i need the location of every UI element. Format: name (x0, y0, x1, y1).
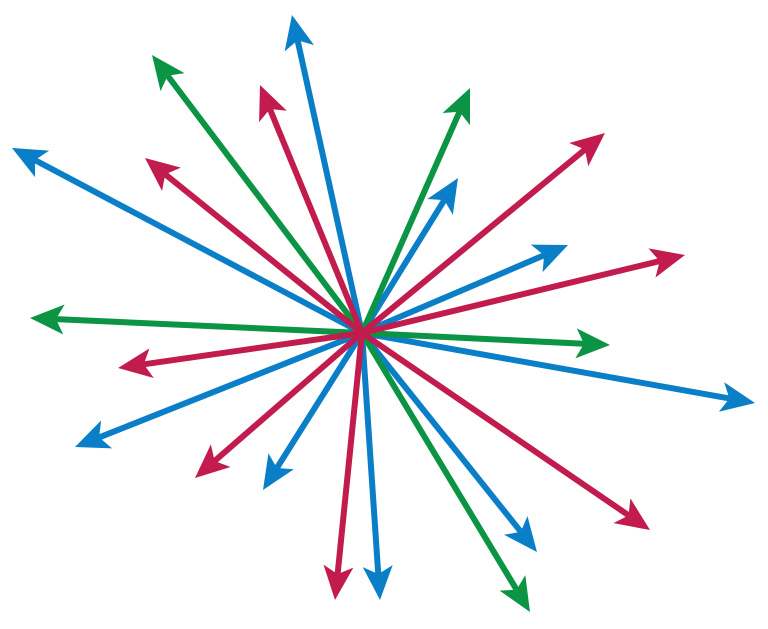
blue-arrow-head-icon (12, 148, 50, 178)
blue-arrow-head-icon (284, 15, 314, 52)
blue-arrow-shaft (33, 157, 364, 336)
blue-arrow-shaft (360, 252, 546, 336)
blue-arrow-head-icon (530, 244, 568, 273)
red-arrow-head-icon (145, 158, 181, 192)
blue-arrow-shaft (274, 331, 365, 470)
red-arrow-shaft (163, 171, 364, 336)
red-arrow-shaft (267, 107, 365, 335)
red-arrow-shaft (334, 332, 365, 575)
green-arrow-head-icon (30, 304, 65, 335)
red-arrow-shaft (361, 258, 661, 336)
blue-arrow-shaft (361, 330, 730, 402)
red-arrow-head-icon (118, 348, 154, 379)
blue-arrow-head-icon (362, 565, 393, 600)
blue-arrow-shaft (98, 330, 364, 441)
blue-arrow-head-icon (427, 178, 458, 215)
blue-arrow-shaft (359, 331, 524, 534)
red-arrow-shaft (143, 330, 363, 368)
green-arrow-shaft (361, 330, 585, 347)
green-arrow-head-icon (442, 88, 471, 126)
red-arrow-head-icon (613, 498, 650, 530)
blue-arrow-head-icon (504, 516, 537, 552)
red-arrow-shaft (212, 330, 364, 464)
green-arrow-shaft (359, 110, 463, 335)
green-arrow-head-icon (152, 55, 185, 92)
green-arrow-shaft (165, 73, 365, 335)
red-arrow-head-icon (323, 564, 354, 600)
red-arrow-shaft (360, 147, 587, 336)
green-arrow-shaft (359, 331, 520, 592)
green-arrow-head-icon (575, 328, 610, 359)
red-arrow-shaft (360, 330, 631, 518)
red-arrow-head-icon (195, 444, 231, 478)
red-arrow-head-icon (259, 85, 287, 123)
red-arrow-head-icon (569, 133, 605, 167)
blue-arrow-head-icon (263, 453, 294, 490)
blue-arrow-shaft (294, 39, 365, 334)
green-arrow-head-icon (499, 575, 530, 612)
blue-arrow-shaft (359, 332, 382, 575)
blue-arrow-head-icon (75, 420, 113, 449)
blue-arrow-head-icon (718, 382, 755, 412)
green-arrow-shaft (55, 316, 363, 336)
blue-arrow-shaft (359, 198, 447, 335)
red-arrow-head-icon (648, 248, 685, 278)
